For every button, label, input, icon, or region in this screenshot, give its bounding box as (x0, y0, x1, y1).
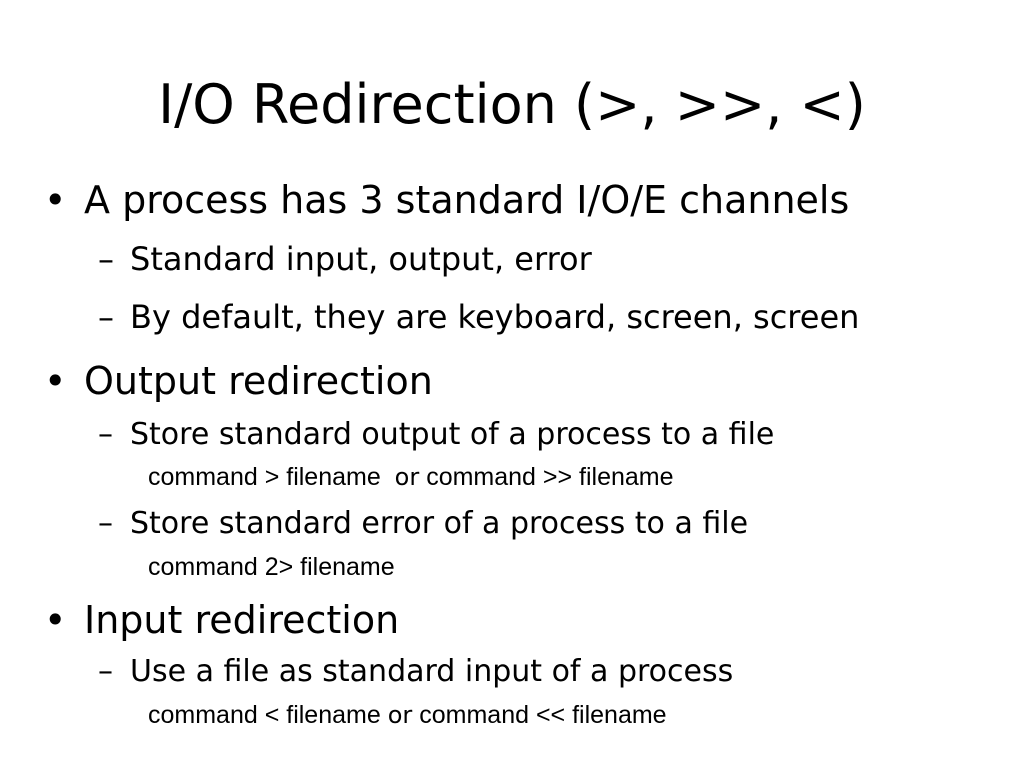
bullet-text-input-redirection: Input redirection (84, 598, 400, 642)
bullet-text-output-redirection: Output redirection (84, 359, 433, 403)
dash-icon: – (98, 654, 113, 689)
subitem-defaults: By default, they are keyboard, screen, s… (130, 298, 860, 336)
command-connector: or (394, 463, 420, 491)
dash-icon: – (98, 298, 114, 336)
command-text: command > filename (148, 463, 381, 491)
bullet-icon: • (44, 359, 67, 403)
subitem-store-stdout: Store standard output of a process to a … (130, 417, 775, 452)
dash-icon: – (98, 240, 114, 278)
subitem-standard-streams: Standard input, output, error (130, 240, 592, 278)
command-text: command < filename (148, 701, 381, 729)
command-connector: or (387, 701, 413, 729)
command-text: command << filename (419, 701, 667, 729)
slide-title: I/O Redirection (>, >>, <) (158, 73, 866, 136)
bullet-icon: • (44, 178, 67, 222)
command-stdin-redirect: command < filename or command << filenam… (148, 703, 667, 728)
command-text: command >> filename (426, 463, 674, 491)
command-stderr-redirect: command 2> filename (148, 555, 395, 580)
dash-icon: – (98, 506, 113, 541)
dash-icon: – (98, 417, 113, 452)
subitem-store-stderr: Store standard error of a process to a f… (130, 506, 749, 541)
command-stdout-redirect: command > filename or command >> filenam… (148, 465, 674, 490)
bullet-icon: • (44, 598, 67, 642)
subitem-file-as-stdin: Use a file as standard input of a proces… (130, 654, 734, 689)
command-text: command 2> filename (148, 553, 395, 581)
bullet-text-io-channels: A process has 3 standard I/O/E channels (84, 178, 850, 222)
